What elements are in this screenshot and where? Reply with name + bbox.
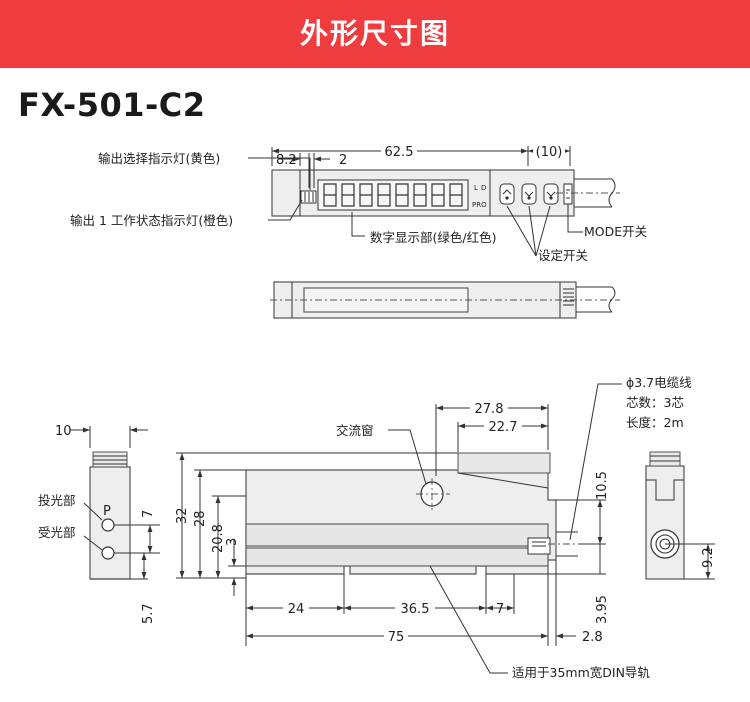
display-digit xyxy=(341,183,355,207)
header-bar: 外形尺寸图 xyxy=(0,0,750,68)
top-view: L D PRO 62.5 (10) 8.2 2 xyxy=(70,142,647,263)
panel-pro: PRO xyxy=(472,201,487,209)
display-digit xyxy=(449,183,463,207)
label-light-window: 交流窗 xyxy=(336,423,374,438)
display-digit xyxy=(395,183,409,207)
label-emitter: 投光部 xyxy=(38,493,76,508)
right-end-body xyxy=(645,465,685,580)
model-number: FX-501-C2 xyxy=(18,86,206,124)
front-dim-27-8: 27.8 xyxy=(475,402,504,417)
setting-switch-3 xyxy=(543,183,559,205)
dim-10-paren: (10) xyxy=(536,145,563,160)
seven-segment-digits xyxy=(323,183,463,207)
display-digit xyxy=(377,183,391,207)
label-din-rail: 适用于35mm宽DIN导轨 xyxy=(512,665,650,680)
emitter-port xyxy=(101,518,115,532)
setting-switch-up xyxy=(521,183,537,205)
display-digit xyxy=(323,183,337,207)
dim-2: 2 xyxy=(339,153,347,168)
label-cable: ϕ3.7电缆线 xyxy=(626,375,692,390)
label-length: 长度：2m xyxy=(626,415,684,430)
label-output1-status-indicator: 输出 1 工作状态指示灯(橙色) xyxy=(70,213,233,228)
dim-62-5: 62.5 xyxy=(385,145,414,160)
label-digital-display: 数字显示部(绿色/红色) xyxy=(370,230,496,245)
front-dim-2-8: 2.8 xyxy=(582,630,603,645)
front-dim-3: 3 xyxy=(225,538,240,546)
left-end-view: P 投光部 受光部 10 7 5.7 xyxy=(38,424,160,624)
mode-switch xyxy=(563,183,573,205)
panel-l: L xyxy=(474,184,478,192)
top-clip xyxy=(457,452,551,474)
front-rail-2 xyxy=(245,547,549,567)
front-dim-20-8: 20.8 xyxy=(211,524,226,553)
side-view-top xyxy=(270,281,620,319)
label-output-select-indicator: 输出选择指示灯(黄色) xyxy=(98,151,220,166)
front-dim-36-5: 36.5 xyxy=(401,602,430,617)
label-setting-switch: 设定开关 xyxy=(538,248,588,263)
front-dim-32: 32 xyxy=(175,507,190,524)
right-end-view: 9.2 xyxy=(645,451,716,580)
front-dim-24: 24 xyxy=(288,602,305,617)
display-digit xyxy=(413,183,427,207)
front-dim-75: 75 xyxy=(388,630,405,645)
front-rail-1 xyxy=(245,523,549,547)
label-receiver: 受光部 xyxy=(38,525,76,540)
front-view: 交流窗 ϕ3.7电缆线 芯数：3芯 长度：2m 适用于35mm宽DIN导轨 27… xyxy=(175,375,692,680)
panel-d: D xyxy=(481,184,486,192)
page-title: 外形尺寸图 xyxy=(299,17,450,50)
digital-display-window xyxy=(317,179,469,211)
setting-switch-down xyxy=(499,183,515,205)
front-dim-10-5: 10.5 xyxy=(595,471,610,500)
front-dim-28: 28 xyxy=(193,510,208,527)
front-dim-3-95: 3.95 xyxy=(595,595,610,624)
left-dim-10: 10 xyxy=(55,424,72,439)
left-dim-5-7: 5.7 xyxy=(141,603,156,624)
display-digit xyxy=(431,183,445,207)
front-dim-22-7: 22.7 xyxy=(489,420,518,435)
dim-8-2: 8.2 xyxy=(276,153,297,168)
receiver-port xyxy=(101,546,115,560)
left-dim-7: 7 xyxy=(141,510,156,518)
label-mode-switch: MODE开关 xyxy=(584,224,647,239)
display-digit xyxy=(359,183,373,207)
label-cores: 芯数：3芯 xyxy=(626,395,684,410)
front-dim-7: 7 xyxy=(496,602,504,617)
right-dim-9-2: 9.2 xyxy=(701,547,716,568)
label-p: P xyxy=(103,504,111,519)
